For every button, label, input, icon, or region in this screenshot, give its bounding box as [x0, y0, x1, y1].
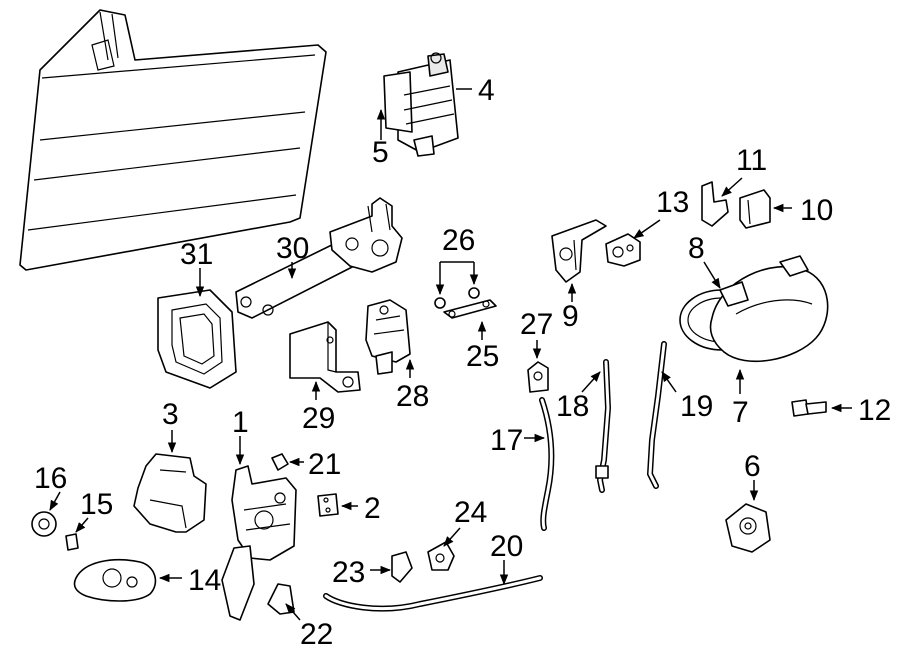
- motor-part-14: [73, 558, 157, 602]
- callout-7: 7: [732, 396, 749, 429]
- callout-15: 15: [80, 488, 113, 521]
- callout-20: 20: [490, 530, 523, 563]
- callout-8: 8: [688, 232, 705, 265]
- bracket-part-9: [551, 219, 607, 283]
- callout-28: 28: [396, 380, 429, 413]
- callout-19: 19: [680, 390, 713, 423]
- rod-part-20: [323, 575, 543, 612]
- callout-5: 5: [372, 136, 389, 169]
- clip-part-23: [391, 551, 413, 583]
- latch-part-1: [221, 465, 297, 621]
- actuator-part-28: [365, 299, 411, 375]
- part-10: [739, 189, 771, 229]
- clip-part-27: [527, 361, 549, 393]
- door-check-part-30: [235, 197, 403, 319]
- bracket-part-29: [289, 321, 361, 393]
- plate-part-2: [317, 493, 339, 517]
- part-13: [605, 233, 641, 267]
- clip-part-24: [427, 541, 455, 571]
- rod-part-17: [539, 397, 555, 531]
- outside-handle-part-7: [709, 255, 829, 363]
- callout-30: 30: [276, 232, 309, 265]
- callout-6: 6: [744, 450, 761, 483]
- rod-part-18: [595, 359, 612, 493]
- callout-23: 23: [332, 556, 365, 589]
- callout-2: 2: [364, 492, 381, 525]
- part-15: [65, 533, 79, 551]
- part-16: [31, 511, 57, 537]
- callout-3: 3: [162, 398, 179, 431]
- callout-21: 21: [308, 448, 341, 481]
- callout-31: 31: [180, 238, 213, 271]
- callout-16: 16: [34, 462, 67, 495]
- callout-13: 13: [656, 186, 689, 219]
- frame-part-31: [157, 289, 237, 389]
- callout-25: 25: [466, 340, 499, 373]
- callout-17: 17: [490, 424, 523, 457]
- callout-4: 4: [478, 74, 495, 107]
- clip-part-21: [271, 453, 289, 471]
- callout-12: 12: [858, 394, 891, 427]
- callout-9: 9: [562, 300, 579, 333]
- callout-18: 18: [556, 390, 589, 423]
- callout-1: 1: [232, 406, 249, 439]
- nuts-part-26: [434, 287, 480, 309]
- part-6: [725, 503, 771, 553]
- callout-26: 26: [442, 224, 475, 257]
- callout-27: 27: [520, 308, 553, 341]
- callout-22: 22: [300, 618, 333, 651]
- lock-actuator-part-4: [383, 52, 459, 157]
- rod-part-19: [646, 341, 667, 489]
- callout-14: 14: [188, 564, 221, 597]
- cover-part-3: [133, 453, 207, 533]
- callout-11: 11: [736, 144, 767, 177]
- strap-part-25: [443, 299, 497, 319]
- callout-29: 29: [302, 402, 335, 435]
- screw-part-12: [791, 399, 827, 417]
- callout-10: 10: [800, 194, 833, 227]
- door-shell: [19, 9, 327, 271]
- part-11: [701, 181, 729, 227]
- callout-24: 24: [454, 496, 487, 529]
